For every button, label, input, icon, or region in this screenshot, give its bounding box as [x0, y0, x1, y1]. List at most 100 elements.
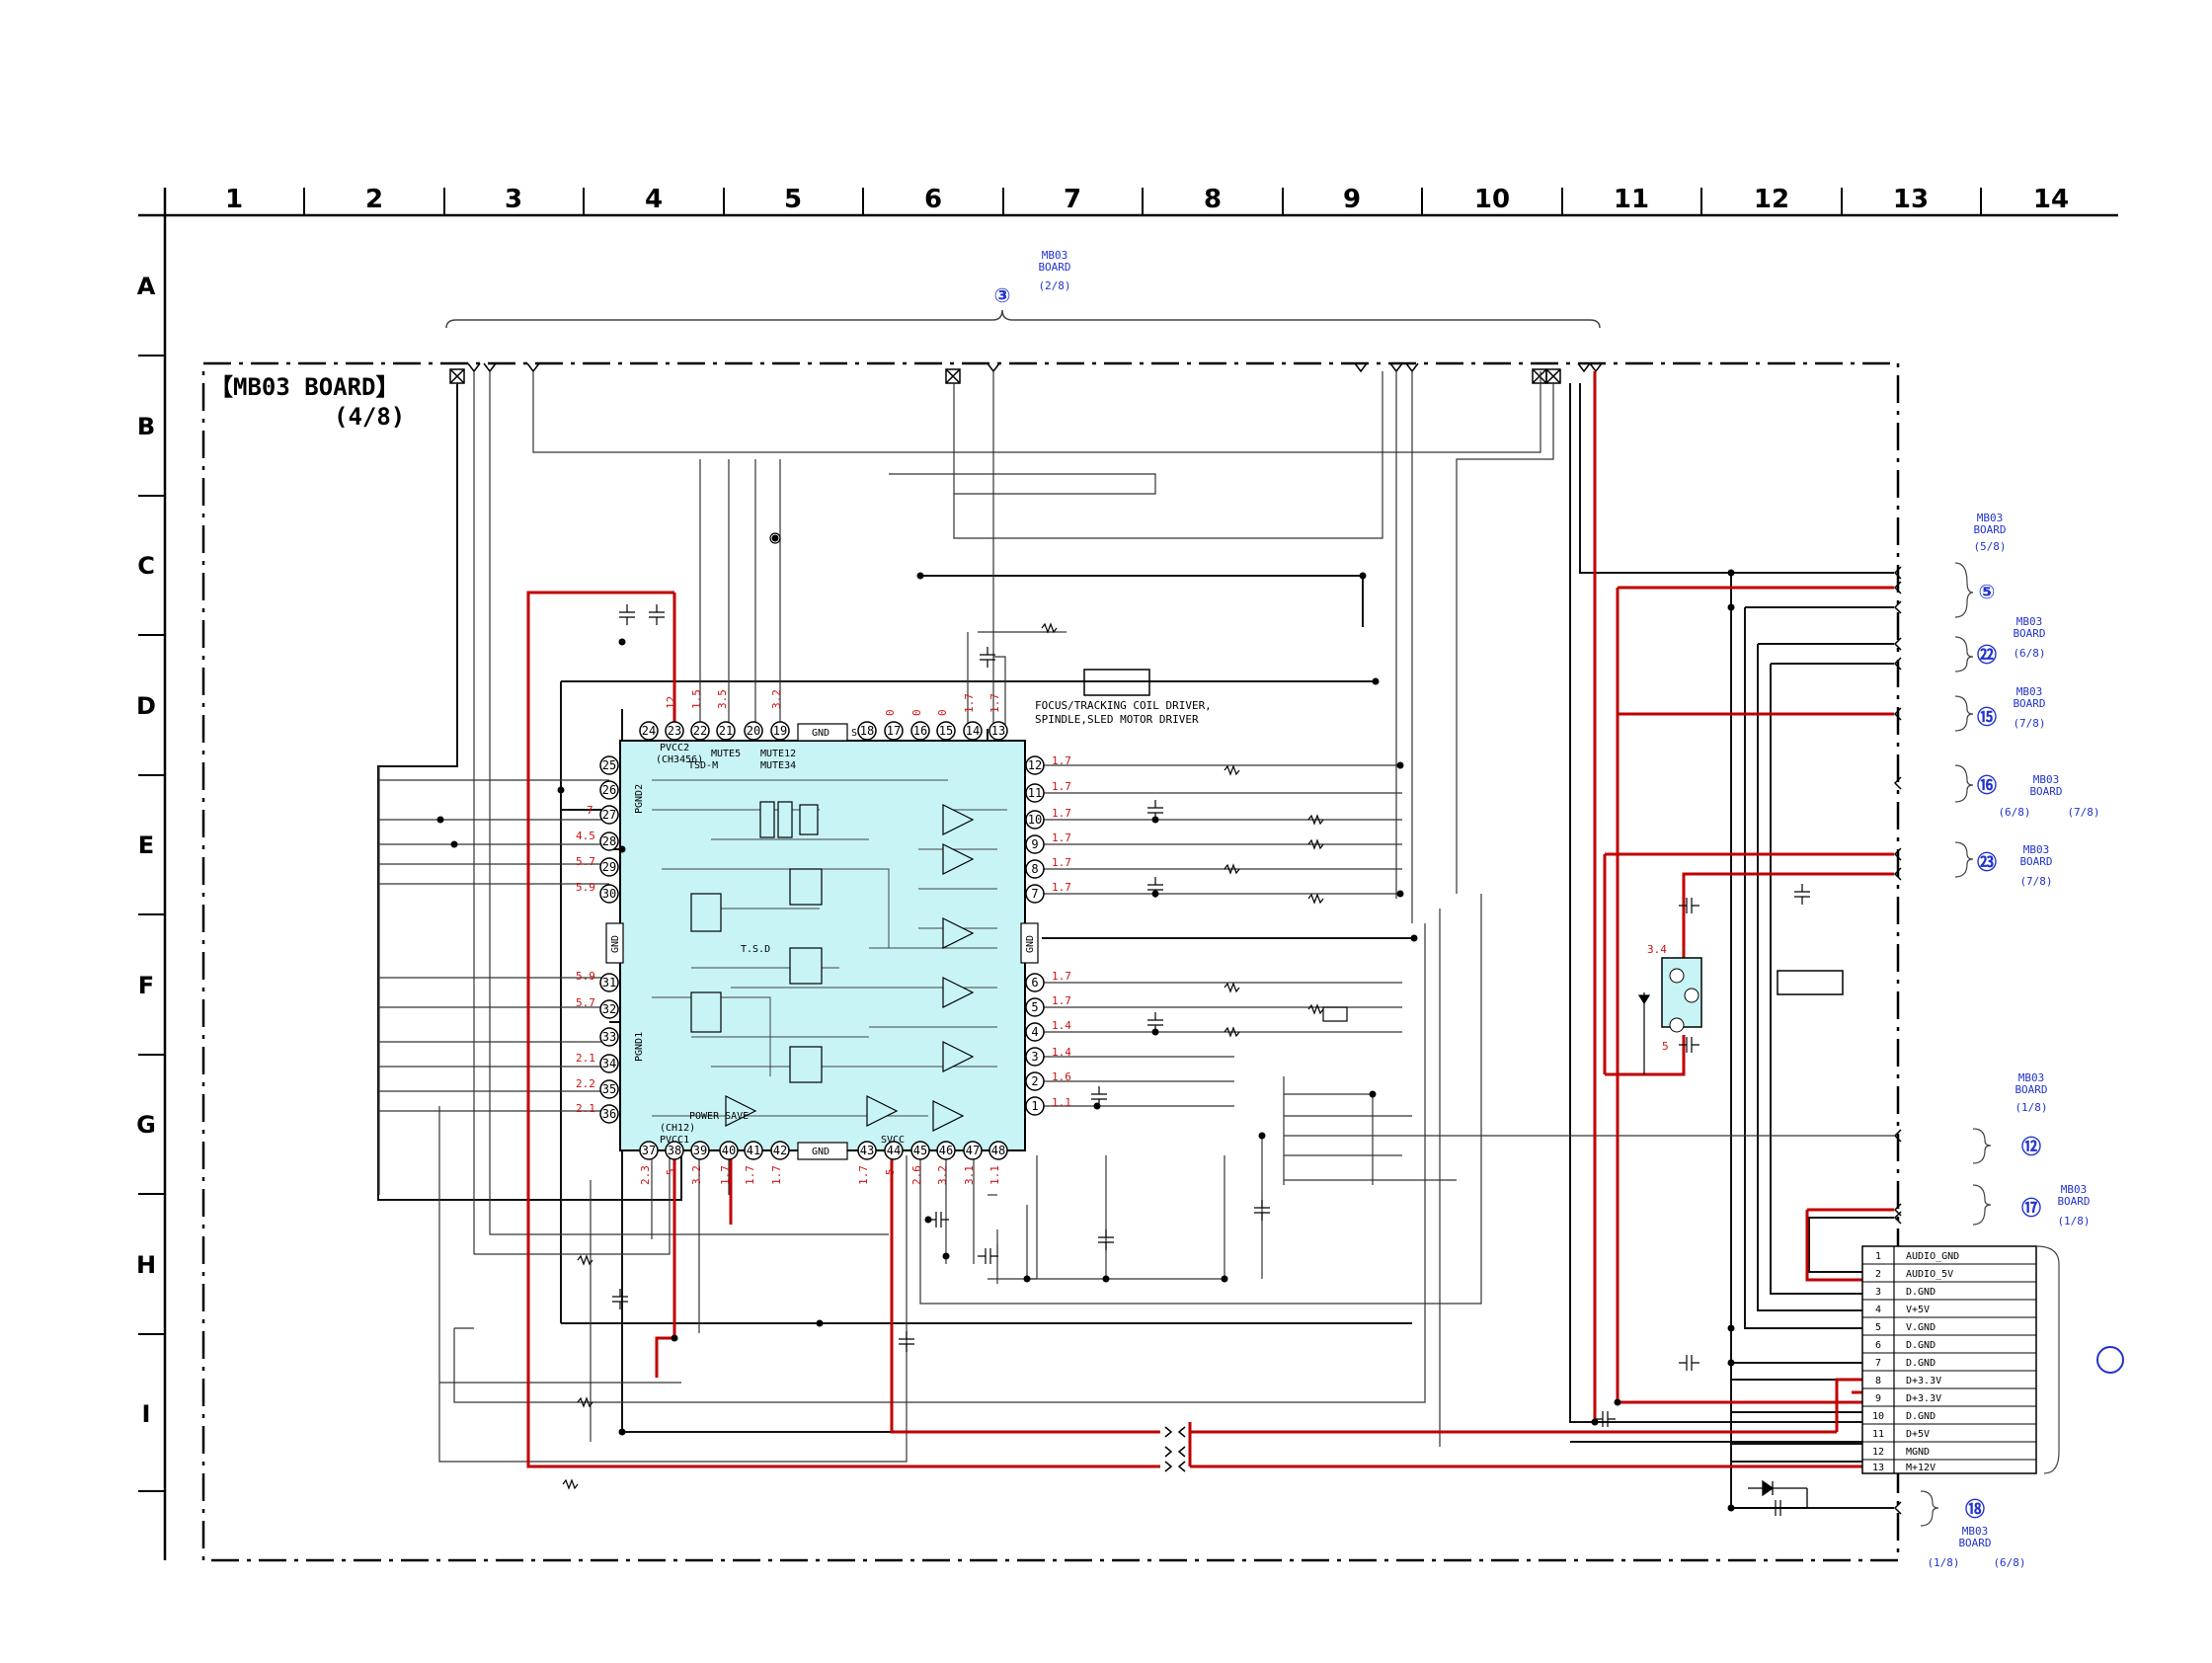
col-label: 3 [505, 185, 522, 214]
svg-text:V.GND: V.GND [1906, 1322, 1936, 1333]
svg-text:2.3: 2.3 [639, 1165, 652, 1185]
svg-text:36: 36 [602, 1107, 616, 1121]
ref-3: MB03 BOARD (2/8) ③ [994, 249, 1071, 307]
svg-text:㉒: ㉒ [1977, 643, 1997, 667]
row-label: E [138, 832, 154, 859]
svg-text:1.1: 1.1 [988, 1165, 1001, 1185]
svg-text:17: 17 [887, 724, 901, 738]
svg-text:BOARD: BOARD [2013, 697, 2045, 710]
svg-text:1.7: 1.7 [857, 1165, 870, 1185]
svg-text:7: 7 [1875, 1358, 1881, 1369]
svg-text:MB03: MB03 [2016, 685, 2043, 698]
svg-text:BOARD: BOARD [2014, 1083, 2047, 1096]
ic-voltages: 12 1.5 3.5 3.2 0 0 0 1.7 1.7 1.7 1.7 1.7… [576, 689, 1071, 1185]
row-label: F [138, 972, 154, 999]
svg-text:7: 7 [587, 804, 593, 817]
power-wires [526, 371, 1894, 1468]
svg-text:(7/8): (7/8) [2013, 717, 2045, 730]
ic-ref-box [1083, 669, 1150, 696]
top-brace [445, 309, 1601, 329]
svg-text:21: 21 [719, 724, 733, 738]
svg-text:29: 29 [602, 860, 616, 874]
svg-text:5.9: 5.9 [576, 970, 595, 983]
svg-text:2.1: 2.1 [576, 1102, 595, 1115]
board-boundary [201, 361, 1900, 1562]
svg-text:MB03: MB03 [2061, 1183, 2088, 1196]
connector-brace [2035, 1245, 2060, 1474]
board-subtitle: (4/8) [334, 403, 405, 431]
svg-text:⑤: ⑤ [1979, 580, 1996, 603]
ic-pin-circles [599, 721, 1045, 1160]
ref-12: MB03 BOARD (1/8) ⑫ [2014, 1071, 2047, 1158]
svg-text:37: 37 [642, 1144, 656, 1157]
svg-text:SVCC: SVCC [881, 1135, 905, 1146]
svg-text:3.5: 3.5 [716, 689, 729, 709]
svg-text:M+12V: M+12V [1906, 1463, 1936, 1473]
svg-text:V+5V: V+5V [1906, 1305, 1930, 1315]
svg-text:16: 16 [913, 724, 927, 738]
col-label: 8 [1204, 185, 1222, 214]
svg-text:8: 8 [1875, 1376, 1881, 1386]
svg-text:5.7: 5.7 [576, 996, 595, 1009]
svg-text:39: 39 [693, 1144, 707, 1157]
svg-text:1.7: 1.7 [1052, 994, 1071, 1007]
svg-text:1.7: 1.7 [719, 1165, 732, 1185]
svg-text:MUTE34: MUTE34 [760, 760, 796, 771]
svg-text:3.1: 3.1 [963, 1165, 976, 1185]
svg-text:13: 13 [1872, 1463, 1884, 1473]
svg-text:10: 10 [1028, 813, 1042, 827]
svg-text:BOARD: BOARD [2029, 785, 2062, 798]
col-label: 7 [1064, 185, 1081, 214]
svg-text:BOARD: BOARD [1973, 523, 2006, 536]
svg-text:24: 24 [642, 724, 656, 738]
grid-frame [138, 188, 2118, 1560]
row-label: A [137, 273, 156, 300]
ic-description-1: FOCUS/TRACKING COIL DRIVER, [1035, 699, 1212, 712]
svg-text:(7/8): (7/8) [2019, 875, 2052, 888]
svg-text:PGND2: PGND2 [634, 784, 645, 814]
svg-text:20: 20 [747, 724, 760, 738]
svg-text:(5/8): (5/8) [1973, 540, 2006, 553]
col-label: 4 [645, 185, 663, 214]
svg-text:19: 19 [773, 724, 787, 738]
svg-text:D+3.3V: D+3.3V [1906, 1376, 1941, 1386]
svg-text:⑰: ⑰ [2021, 1196, 2041, 1220]
svg-text:1.7: 1.7 [744, 1165, 756, 1185]
svg-text:MB03: MB03 [1977, 512, 2004, 524]
svg-text:4: 4 [1875, 1305, 1881, 1315]
svg-text:D.GND: D.GND [1906, 1411, 1936, 1422]
svg-text:2.1: 2.1 [576, 1052, 595, 1065]
board-title: 【MB03 BOARD】 [209, 373, 400, 401]
svg-text:6: 6 [1031, 976, 1038, 990]
svg-text:5: 5 [665, 1168, 677, 1175]
svg-text:(6/8): (6/8) [1993, 1556, 2025, 1569]
svg-text:(1/8): (1/8) [1927, 1556, 1959, 1569]
svg-text:(1/8): (1/8) [2014, 1101, 2047, 1114]
svg-text:10: 10 [1872, 1411, 1884, 1422]
svg-text:T.S.D: T.S.D [741, 944, 770, 955]
svg-text:1.7: 1.7 [963, 693, 976, 713]
svg-text:5: 5 [1031, 1000, 1038, 1014]
svg-text:30: 30 [602, 887, 616, 901]
svg-text:1.7: 1.7 [1052, 780, 1071, 793]
driver-ic: PVCC2 (CH3456) MUTE5 TSD-M MUTE12 MUTE34… [605, 723, 1039, 1160]
misc-symbols [769, 532, 1348, 1022]
svg-text:4: 4 [1031, 1025, 1038, 1039]
right-terminals [1164, 566, 1902, 1515]
ref-17: MB03 BOARD (1/8) ⑰ [2021, 1183, 2091, 1227]
svg-text:40: 40 [722, 1144, 736, 1157]
svg-text:MUTE5: MUTE5 [711, 749, 741, 759]
svg-text:1.7: 1.7 [1052, 856, 1071, 869]
ref-18: ⑱ MB03 BOARD (1/8) (6/8) [1927, 1497, 2025, 1569]
svg-text:7: 7 [1031, 887, 1038, 901]
svg-text:1.7: 1.7 [1052, 807, 1071, 820]
svg-text:1.7: 1.7 [1052, 754, 1071, 767]
regulator: 3.4 5 [1637, 943, 1702, 1074]
svg-text:3: 3 [1875, 1287, 1881, 1298]
svg-text:1.7: 1.7 [770, 1165, 783, 1185]
svg-text:POWER SAVE: POWER SAVE [689, 1111, 749, 1122]
svg-text:2: 2 [1031, 1074, 1038, 1088]
